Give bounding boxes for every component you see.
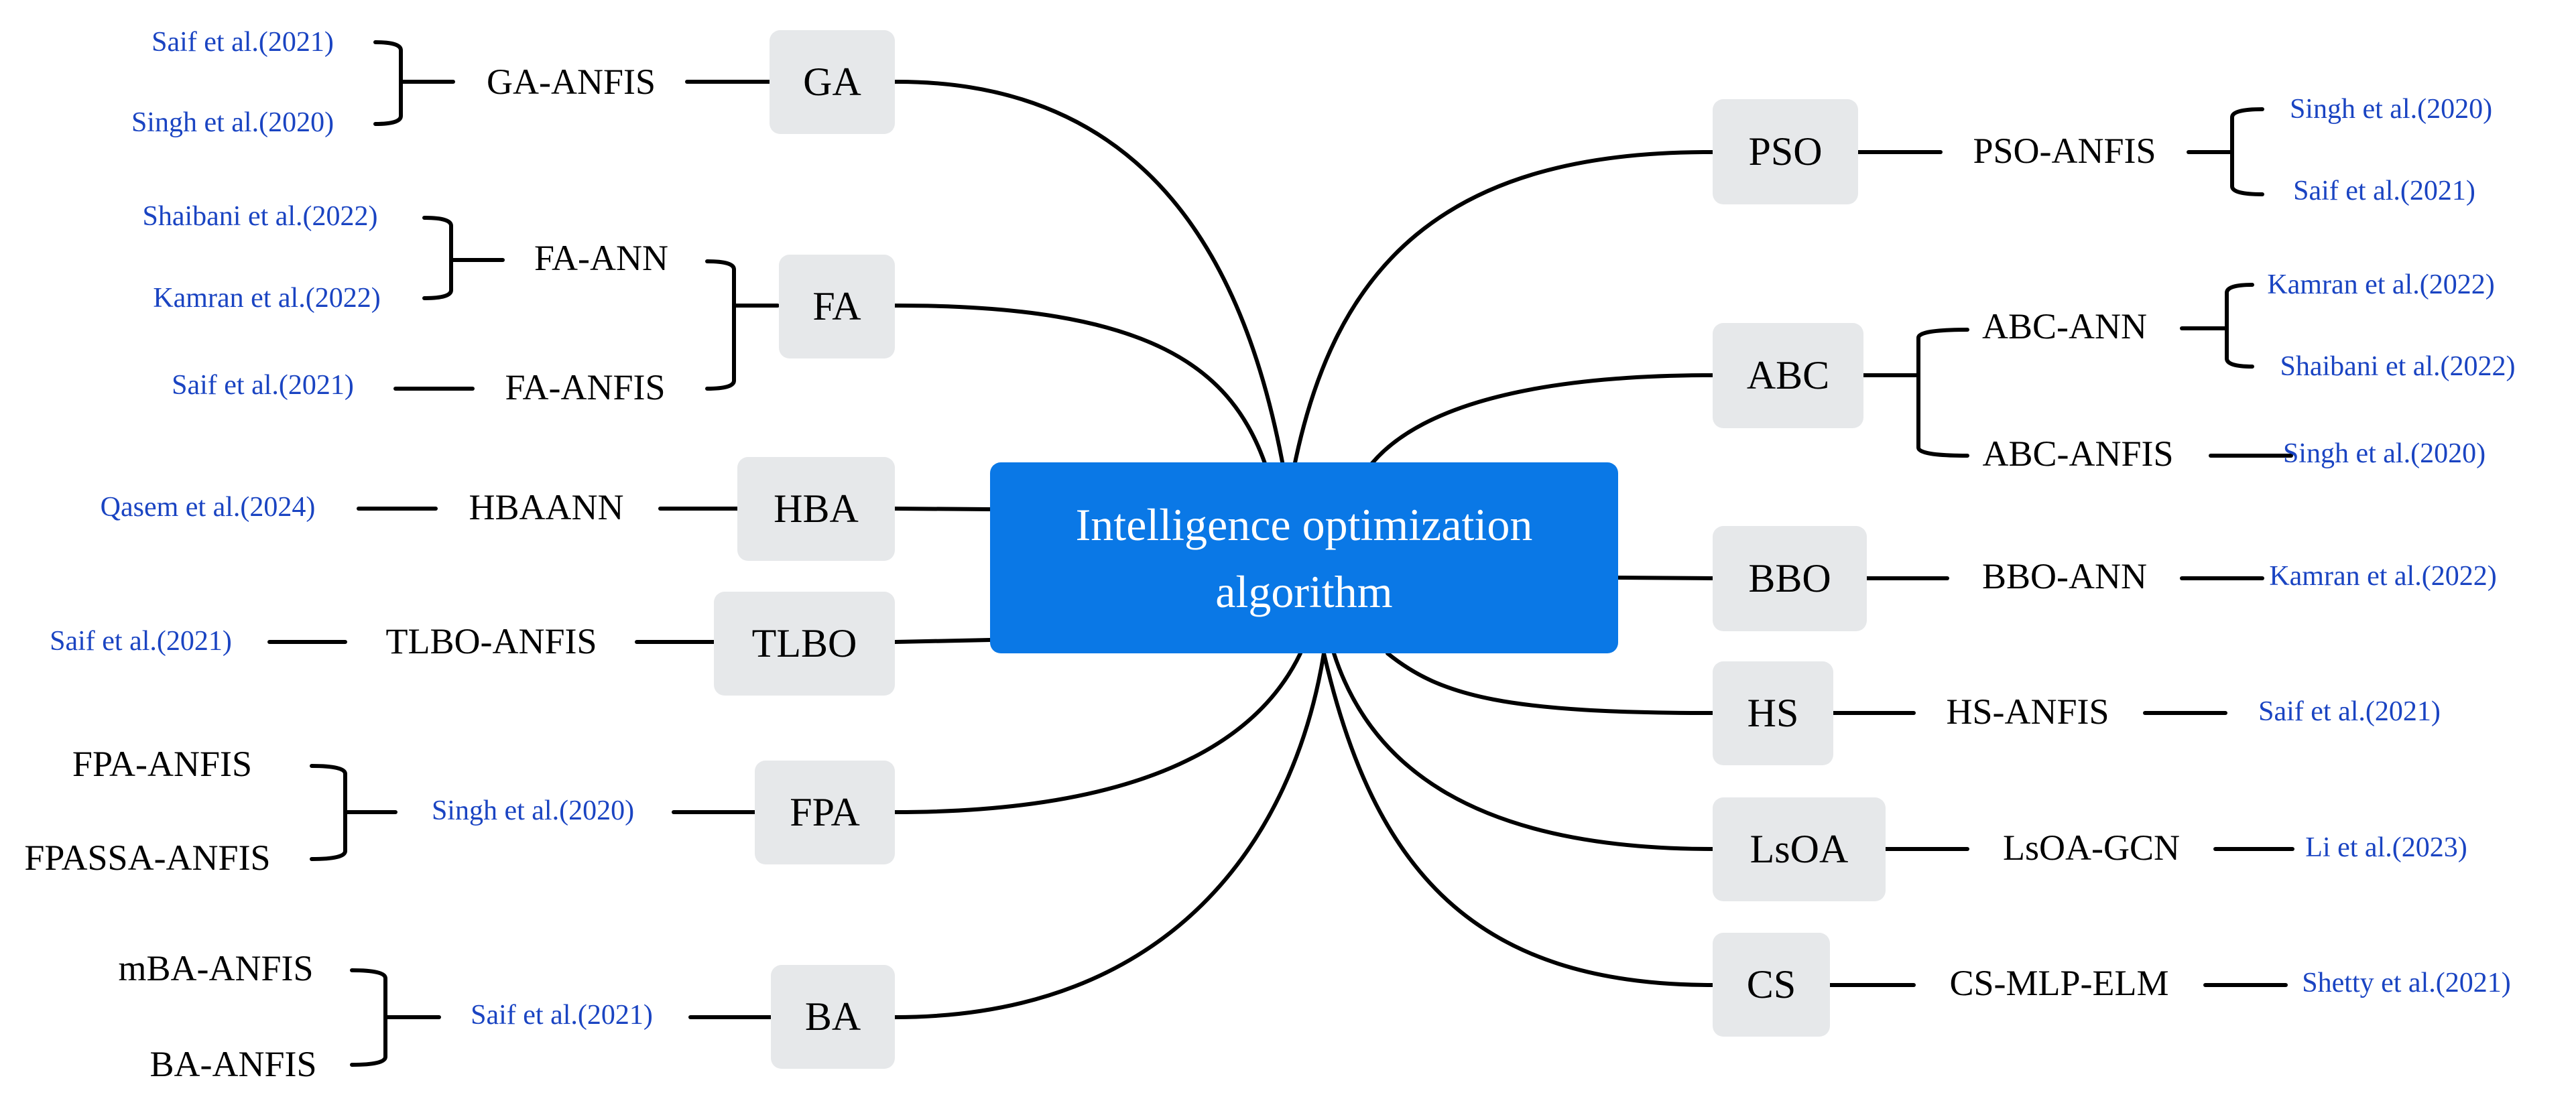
ref-tlbo-1: Saif et al.(2021) bbox=[50, 626, 232, 657]
ref-ba-1: Saif et al.(2021) bbox=[471, 1000, 653, 1031]
ref-hs-1: Saif et al.(2021) bbox=[2258, 696, 2441, 727]
method-tlbo-anfis: TLBO-ANFIS bbox=[385, 621, 597, 661]
method-ba-anfis: BA-ANFIS bbox=[149, 1044, 317, 1084]
method-hbaann: HBAANN bbox=[469, 487, 624, 527]
method-lsoa-gcn: LsOA-GCN bbox=[2003, 828, 2180, 868]
ref-ga-1: Saif et al.(2021) bbox=[151, 27, 334, 58]
method-bbo-ann: BBO-ANN bbox=[1981, 556, 2148, 596]
method-ga-anfis: GA-ANFIS bbox=[486, 62, 656, 102]
method-abc-anfis: ABC-ANFIS bbox=[1982, 434, 2174, 474]
algo-box-abc: ABC bbox=[1713, 323, 1863, 428]
center-title-line1: Intelligence optimization bbox=[1075, 499, 1533, 550]
center-node: Intelligence optimization algorithm bbox=[990, 462, 1618, 653]
ref-fa-1: Shaibani et al.(2022) bbox=[142, 201, 378, 232]
ref-fa-2: Kamran et al.(2022) bbox=[153, 283, 381, 314]
method-fpassa-anfis: FPASSA-ANFIS bbox=[24, 838, 271, 878]
center-title-line2: algorithm bbox=[1215, 566, 1393, 617]
method-abc-ann: ABC-ANN bbox=[1981, 306, 2148, 346]
method-pso-anfis: PSO-ANFIS bbox=[1973, 131, 2156, 171]
algo-box-ga: GA bbox=[770, 30, 895, 134]
algo-box-cs: CS bbox=[1713, 933, 1830, 1037]
method-fa-anfis: FA-ANFIS bbox=[505, 367, 666, 407]
algo-box-tlbo: TLBO bbox=[714, 592, 895, 696]
ref-abc-2: Shaibani et al.(2022) bbox=[2280, 351, 2516, 382]
algo-box-ba: BA bbox=[771, 965, 895, 1069]
method-cs-mlp-elm: CS-MLP-ELM bbox=[1949, 963, 2169, 1003]
algo-box-pso: PSO bbox=[1713, 99, 1858, 204]
ref-pso-2: Saif et al.(2021) bbox=[2293, 176, 2475, 206]
algo-box-lsoa: LsOA bbox=[1713, 797, 1886, 901]
algo-box-fa: FA bbox=[779, 255, 895, 358]
method-hs-anfis: HS-ANFIS bbox=[1946, 692, 2109, 732]
ref-cs-1: Shetty et al.(2021) bbox=[2302, 968, 2511, 998]
algo-box-hba: HBA bbox=[737, 457, 895, 561]
method-mba-anfis: mBA-ANFIS bbox=[118, 948, 314, 988]
algo-box-fpa: FPA bbox=[755, 761, 895, 864]
ref-lsoa-1: Li et al.(2023) bbox=[2305, 832, 2467, 863]
ref-pso-1: Singh et al.(2020) bbox=[2289, 94, 2493, 125]
ref-fpa-1: Singh et al.(2020) bbox=[431, 795, 635, 826]
ref-ga-2: Singh et al.(2020) bbox=[131, 107, 334, 138]
algo-box-bbo: BBO bbox=[1713, 526, 1867, 631]
ref-fa-3: Saif et al.(2021) bbox=[172, 370, 354, 401]
ref-hba-1: Qasem et al.(2024) bbox=[100, 492, 316, 523]
ref-abc-3: Singh et al.(2020) bbox=[2282, 438, 2486, 469]
ref-bbo-1: Kamran et al.(2022) bbox=[2269, 561, 2497, 592]
algo-box-hs: HS bbox=[1713, 661, 1833, 765]
method-fpa-anfis: FPA-ANFIS bbox=[72, 744, 253, 784]
ref-abc-1: Kamran et al.(2022) bbox=[2267, 269, 2495, 300]
method-fa-ann: FA-ANN bbox=[534, 238, 668, 278]
